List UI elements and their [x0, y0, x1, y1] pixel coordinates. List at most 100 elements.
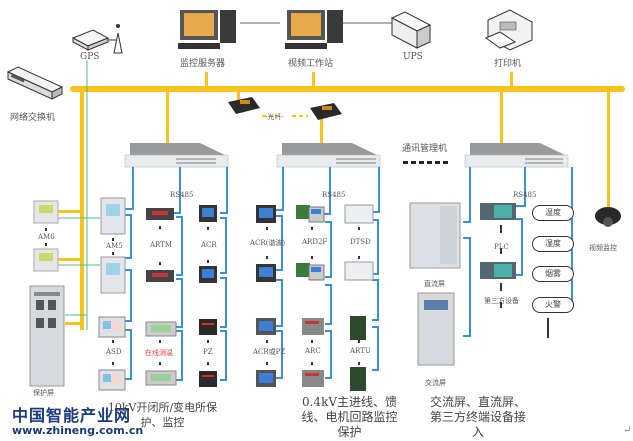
- drop-camera: [607, 90, 610, 208]
- pz-device-1: [199, 319, 217, 335]
- am6-device-2: [33, 248, 59, 272]
- am5-label: AM5: [106, 242, 123, 250]
- comm-manager-label: 通讯管理机: [402, 144, 448, 154]
- acr-pz-device-1: [256, 318, 276, 335]
- right-group-caption: 交流屏、直流屏、 第三方终端设备接 入: [428, 395, 528, 440]
- protection-cabinet: [29, 285, 65, 387]
- plc-label: PLC: [494, 243, 509, 251]
- video-workstation-label: 视频工作站: [288, 59, 334, 69]
- branch-am6-1: [58, 210, 83, 213]
- dc-panel: [409, 202, 461, 269]
- right-caption-line-2: 第三方终端设备接: [429, 410, 526, 424]
- acr-harmonic-device-2: [256, 264, 276, 282]
- ups-label: UPS: [403, 52, 423, 62]
- asd-device-2: [98, 369, 126, 391]
- online-temp-device-2: [145, 370, 177, 386]
- gps-label: GPS: [80, 52, 100, 62]
- middle-caption-line-1: 0.4kV主进线、馈: [301, 395, 398, 409]
- ups-icon: [390, 11, 432, 49]
- middle-caption-line-3: 保护: [337, 425, 362, 439]
- return-mark: ↵: [623, 425, 632, 436]
- am5-device-2: [100, 256, 126, 294]
- arc-label: ARC: [305, 347, 321, 355]
- monitor-server-label: 监控服务器: [180, 59, 226, 69]
- am6-device-1: [33, 200, 59, 224]
- sensor-smoke: 烟雾: [532, 266, 574, 282]
- rs485-label-middle: RS485: [322, 191, 346, 199]
- fiber-converter-right: [310, 103, 342, 120]
- rs485-lines-middle: [276, 167, 380, 379]
- acr-device-1: [199, 205, 217, 222]
- acr-device-2: [199, 266, 217, 283]
- acr-harmonic-label: ACR(谐波): [250, 239, 286, 247]
- ard2f-label: ARD2F: [302, 238, 328, 246]
- dtsd-device-1: [344, 204, 374, 224]
- acr-harmonic-device-1: [256, 205, 276, 223]
- video-workstation-icon: [285, 10, 343, 49]
- am5-device-1: [100, 197, 126, 235]
- right-caption-line-3: 入: [471, 425, 484, 439]
- network-switch-icon: [6, 66, 64, 100]
- dtsd-device-2: [344, 261, 374, 281]
- bus-drop-printer: [510, 72, 513, 87]
- video-camera-icon: [595, 207, 621, 227]
- pz-device-2: [199, 371, 217, 387]
- third-party-label: 第三方设备: [484, 297, 519, 305]
- am6-label: AM6: [38, 233, 55, 241]
- rs485-label-right: RS485: [513, 191, 537, 199]
- comm-manager-2: [276, 143, 381, 168]
- asd-label: ASD: [106, 348, 122, 356]
- printer-icon: [484, 9, 533, 51]
- acr-label: ACR: [201, 241, 217, 249]
- rs485-lines-left: [125, 167, 228, 381]
- dc-panel-label: 直流屏: [424, 280, 445, 288]
- plc-device-1: [480, 203, 516, 220]
- branch-am6-2: [58, 258, 83, 261]
- drop-comm2: [320, 118, 323, 143]
- middle-caption-line-2: 线、电机回路监控: [301, 410, 398, 424]
- right-caption-line-1: 交流屏、直流屏、: [429, 395, 526, 409]
- drop-fiber: [237, 90, 240, 102]
- ac-panel: [417, 292, 455, 366]
- acr-pz-device-2: [256, 370, 276, 387]
- artm-device-2: [146, 270, 174, 282]
- artm-device-1: [146, 208, 174, 220]
- plc-device-2: [480, 262, 516, 279]
- watermark: 中国智能产业网 www.zhineng.com.cn: [12, 402, 143, 437]
- acr-pz-label: ACR或PZ: [253, 348, 286, 356]
- arc-device-1: [302, 318, 324, 335]
- comm-dashes: [403, 161, 448, 164]
- branch-cabinet: [65, 322, 83, 325]
- ethernet-bus: [70, 86, 625, 92]
- comm-manager-3: [464, 143, 569, 168]
- middle-group-caption: 0.4kV主进线、馈 线、电机回路监控 保护: [292, 395, 407, 440]
- ac-panel-label: 交流屏: [425, 379, 446, 387]
- fiber-label: -光纤-: [265, 113, 284, 121]
- network-switch-label: 网络交换机: [10, 113, 56, 123]
- video-camera-label: 视频监控: [589, 244, 617, 252]
- ard2f-device-1: [296, 205, 325, 223]
- gps-receiver-icon: [71, 24, 123, 54]
- dtsd-label: DTSD: [350, 238, 371, 246]
- bus-drop-workstation: [312, 72, 315, 87]
- sensor-temperature: 温度: [532, 205, 574, 221]
- bus-drop-server: [205, 72, 208, 87]
- artu-device-1: [350, 316, 366, 340]
- ellipsis-dots: [45, 225, 549, 365]
- drop-comm1: [166, 90, 169, 145]
- ard2f-device-2: [296, 263, 325, 281]
- asd-device-1: [98, 316, 126, 338]
- online-temp-label: 在线测温: [145, 349, 173, 357]
- pz-label: PZ: [203, 348, 213, 356]
- watermark-url: www.zhineng.com.cn: [12, 424, 144, 437]
- comm-manager-1: [124, 143, 229, 168]
- sensor-humidity: 湿度: [532, 236, 574, 252]
- arc-device-2: [302, 370, 324, 387]
- artu-device-2: [350, 367, 366, 391]
- artu-label: ARTU: [350, 347, 371, 355]
- fiber-converter-left: [228, 97, 260, 114]
- printer-label: 打印机: [494, 59, 522, 69]
- left-group-caption: 10kV开闭所/变电所保护、监控: [107, 401, 218, 429]
- watermark-title: 中国智能产业网: [12, 406, 132, 425]
